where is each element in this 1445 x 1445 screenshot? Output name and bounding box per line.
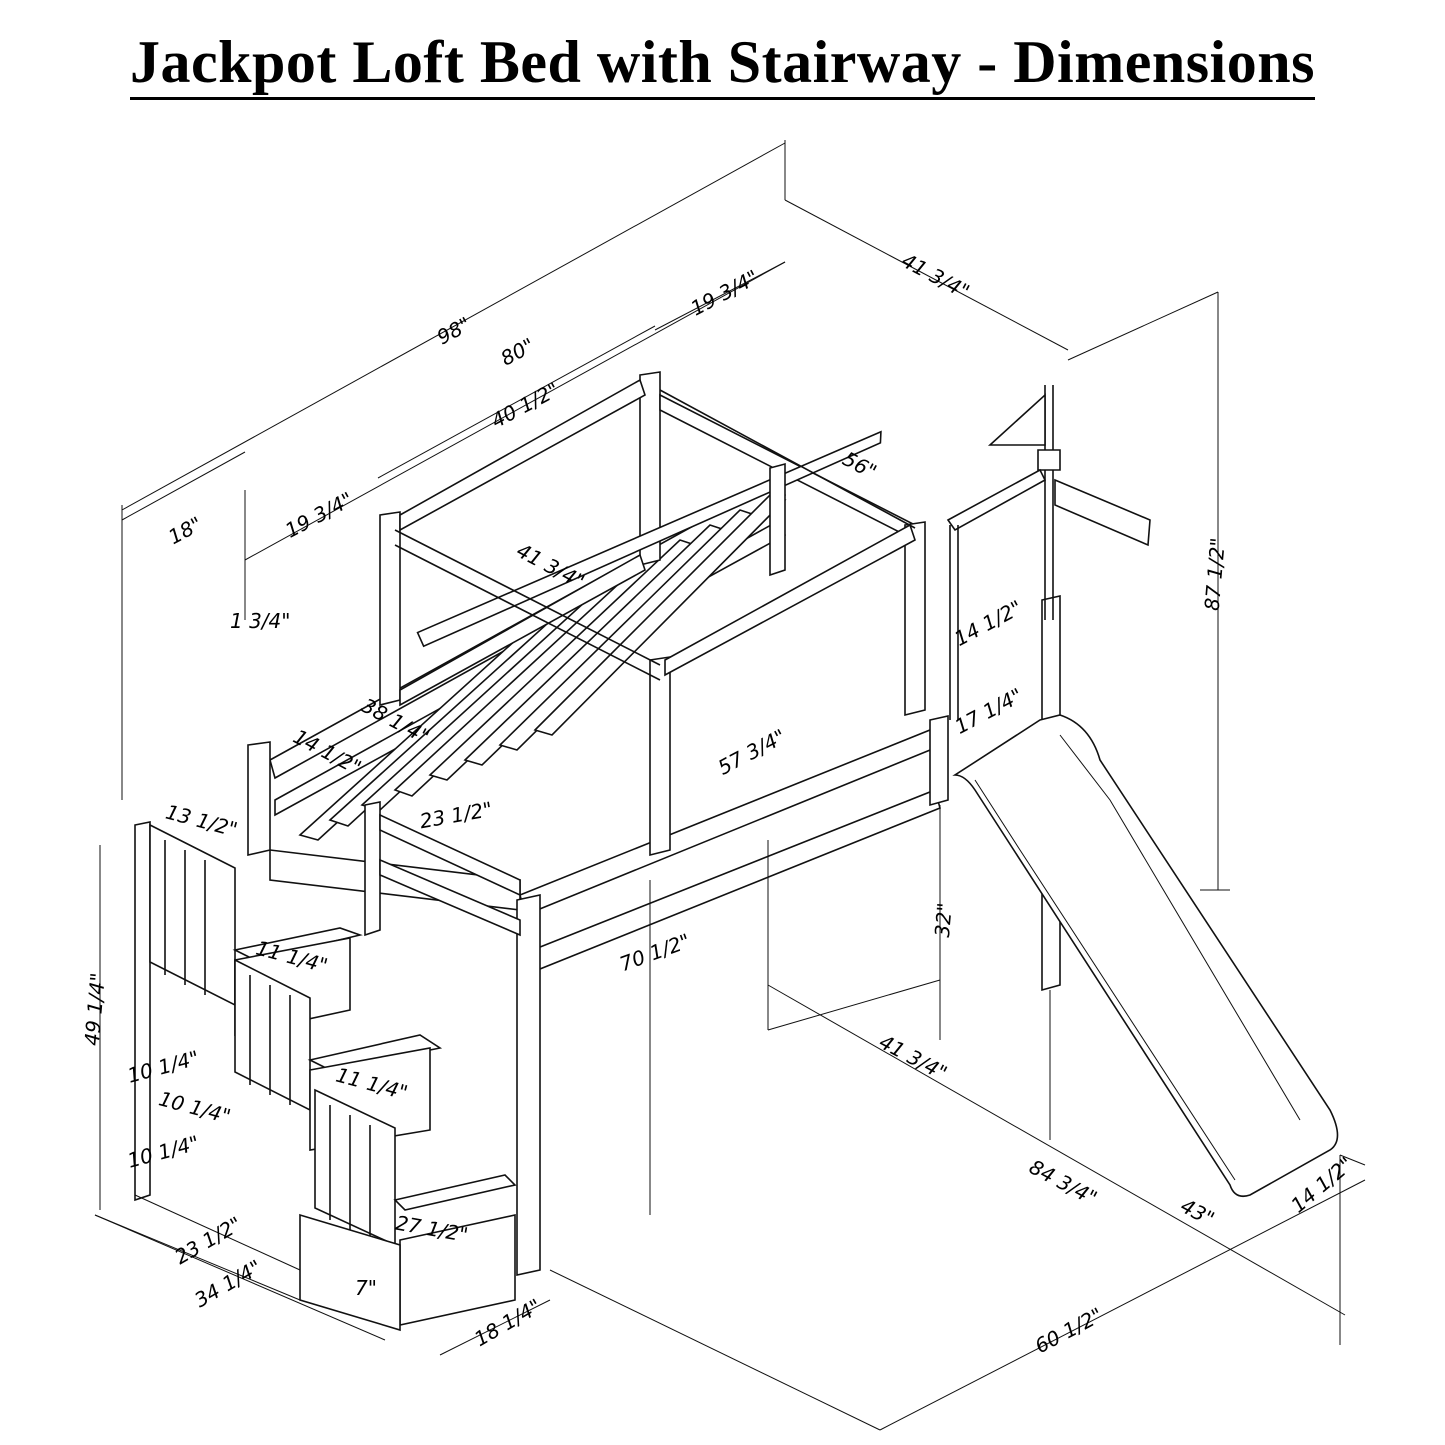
slide	[952, 714, 1339, 1198]
dim-stair-height: 49 1/4"	[80, 972, 110, 1047]
dim-overall-width-top: 41 3/4"	[898, 248, 974, 304]
dim-guard-17: 17 1/4"	[951, 683, 1027, 739]
dim-rail-end: 19 3/4"	[687, 265, 763, 321]
stairway	[134, 821, 517, 1332]
dim-end-23: 23 1/2"	[418, 797, 494, 833]
front-leg	[516, 894, 541, 1276]
dim-ladder-offset: 18"	[164, 512, 206, 549]
guard-rails	[379, 371, 926, 857]
page-title-text: Jackpot Loft Bed with Stairway - Dimensi…	[130, 29, 1315, 100]
dim-rail-start: 19 3/4"	[281, 487, 357, 543]
dim-slide-43: 43"	[1177, 1193, 1219, 1230]
dim-total-height: 87 1/2"	[1200, 537, 1230, 612]
dim-post: 1 3/4"	[230, 609, 290, 633]
right-leg	[929, 715, 949, 807]
flag-tower	[946, 385, 1151, 720]
bed-slats	[298, 494, 787, 841]
dim-side-14: 14 1/2"	[950, 595, 1026, 651]
dim-clearance: 32"	[930, 902, 957, 939]
page-title: Jackpot Loft Bed with Stairway - Dimensi…	[0, 28, 1445, 100]
top-dimension-lines	[121, 140, 1230, 891]
dim-bed-length: 80"	[497, 333, 539, 370]
dim-rail-mid: 40 1/2"	[487, 377, 563, 433]
dim-floor-width: 60 1/2"	[1031, 1303, 1107, 1359]
dimension-labels: 98" 80" 19 3/4" 40 1/2" 18" 19 3/4" 41 3…	[80, 248, 1358, 1358]
dim-overall-length: 98"	[433, 312, 475, 349]
dim-stair-13: 13 1/2"	[163, 800, 240, 842]
dim-floor-84: 84 3/4"	[1025, 1155, 1101, 1211]
bottom-dimension-lines	[94, 805, 1366, 1431]
dim-rail-70: 70 1/2"	[616, 929, 693, 977]
dim-step-10b: 10 1/4"	[156, 1086, 233, 1128]
end-boards	[247, 462, 786, 937]
dim-step-rise: 7"	[355, 1276, 377, 1300]
dim-slat-57: 57 3/4"	[714, 724, 790, 780]
